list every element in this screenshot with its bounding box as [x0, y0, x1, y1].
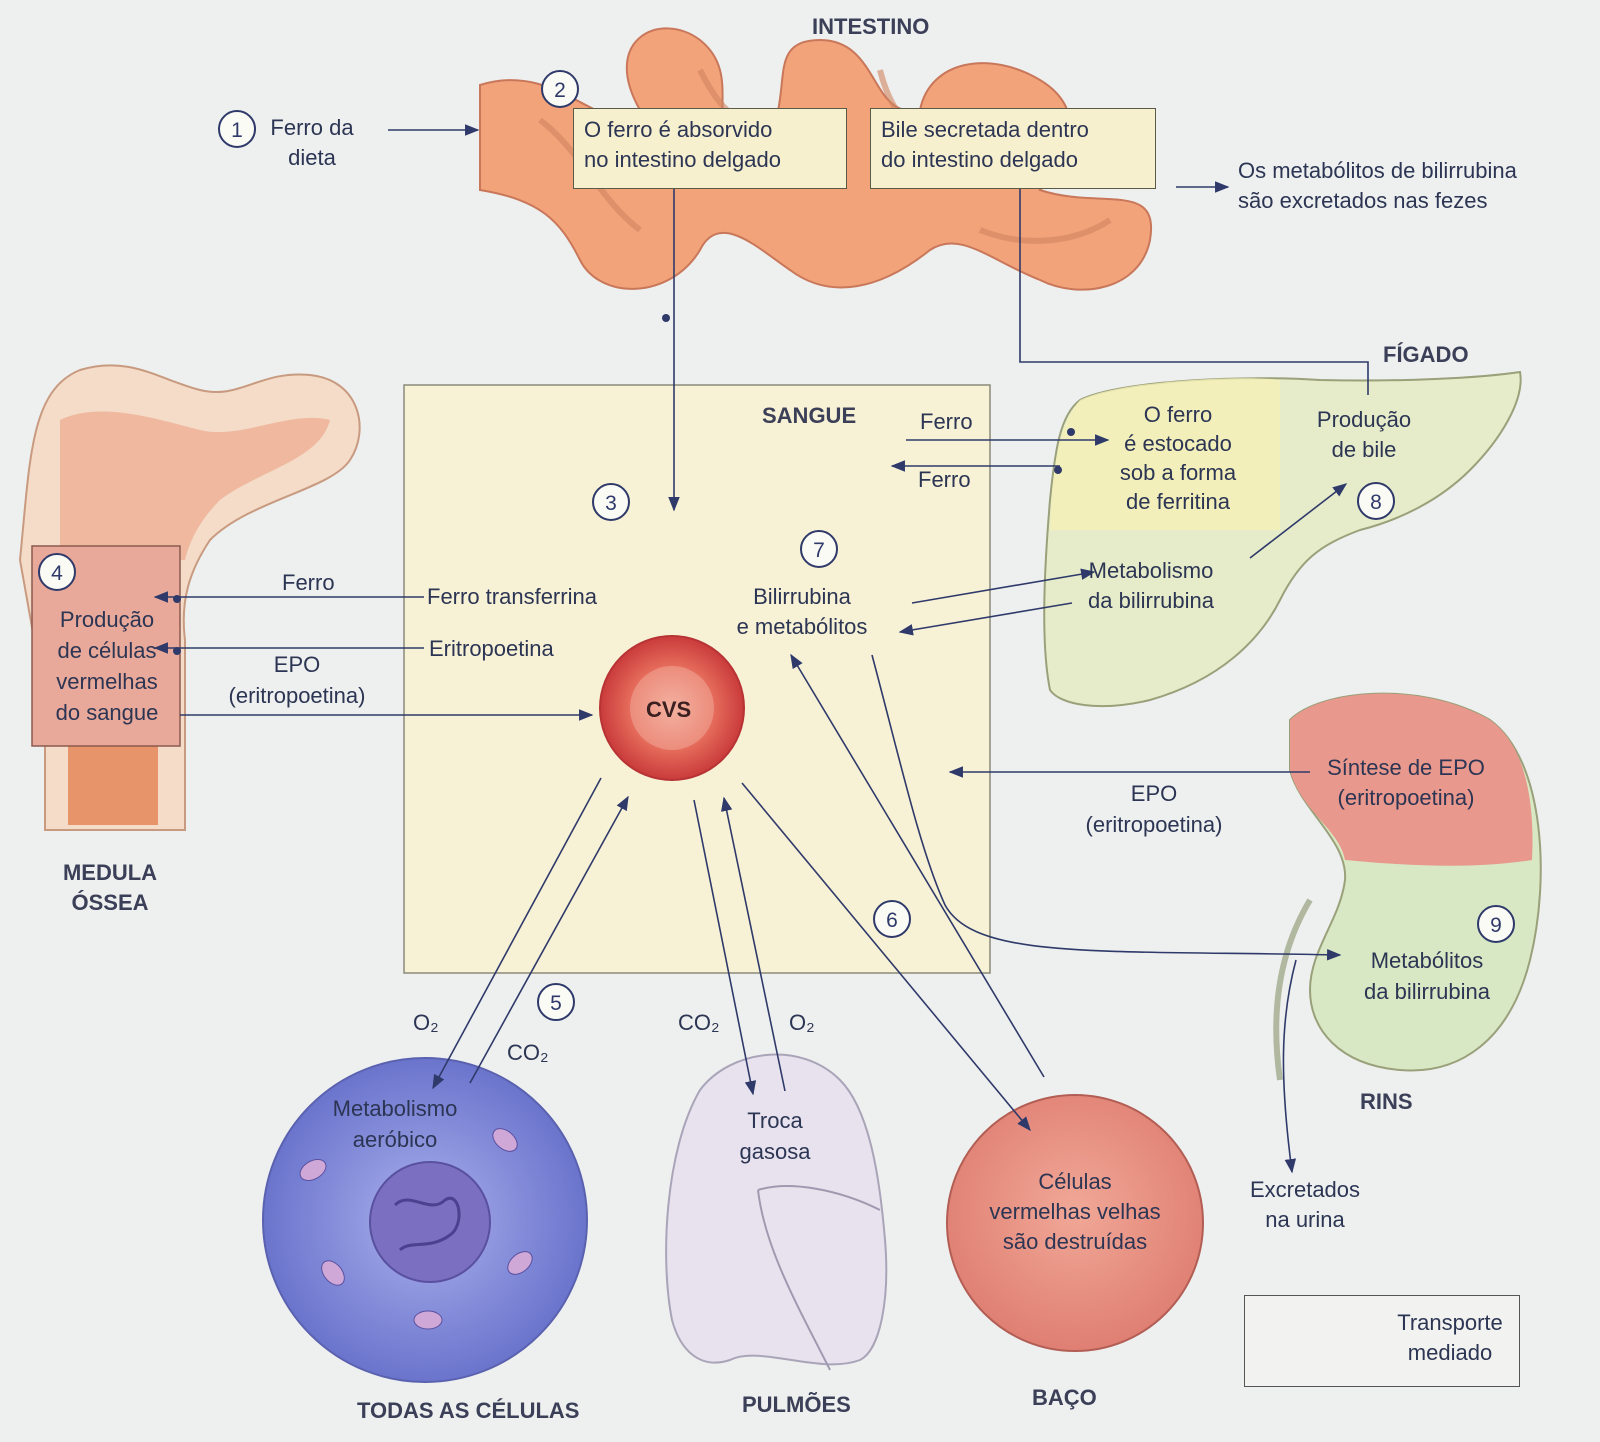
co2-to-lungs-label: CO₂ — [678, 1010, 720, 1035]
ferritin-line2: é estocado — [1124, 431, 1232, 456]
rbc-label: CVS — [646, 697, 692, 722]
lung-illustration — [665, 1053, 888, 1371]
bile-production-line2: de bile — [1331, 437, 1397, 462]
bilirubin-line2: e metabólitos — [736, 614, 868, 639]
legend: Transporte mediado — [1244, 1295, 1520, 1387]
aerobic-line2: aeróbico — [352, 1127, 438, 1152]
iron-absorbed-line1: O ferro é absorvido — [584, 117, 773, 142]
kidney-epo-line1: EPO — [1130, 781, 1178, 806]
renal-bilirubin-label: Metabólitos da bilirrubina — [1342, 945, 1512, 1007]
iron-absorbed-box: O ferro é absorvido no intestino delgado — [573, 108, 847, 189]
cell-illustration — [262, 1057, 588, 1383]
legend-label-line2: mediado — [1407, 1340, 1493, 1365]
iron-from-liver-label: Ferro — [918, 467, 971, 492]
epo-synthesis-label: Síntese de EPO (eritropoetina) — [1316, 753, 1496, 813]
step-8-marker: 8 — [1357, 482, 1395, 520]
marrow-epo-line2: (eritropoetina) — [228, 683, 366, 708]
gas-line2: gasosa — [739, 1139, 811, 1164]
bilirubin-metabolism-line1: Metabolismo — [1088, 558, 1214, 583]
blood-title: SANGUE — [762, 403, 857, 428]
erythropoietin-label: Eritropoetina — [429, 636, 554, 661]
urine-excretion-label: Excretados na urina — [1230, 1175, 1380, 1235]
diet-iron-label: Ferro da dieta — [262, 113, 362, 173]
iron-absorbed-line2: no intestino delgado — [584, 147, 781, 172]
bilirubin-metabolites-label: Bilirrubina e metabólitos — [712, 582, 892, 642]
rbc-illustration — [599, 635, 745, 781]
spleen-title: BAÇO — [1032, 1385, 1097, 1410]
ferritin-line1: O ferro — [1143, 402, 1213, 427]
legend-label: Transporte mediado — [1385, 1308, 1515, 1368]
marrow-epo-line1: EPO — [273, 652, 321, 677]
ferritin-line4: de ferritina — [1126, 489, 1230, 514]
bile-production-line1: Produção — [1316, 407, 1412, 432]
kidney-epo-line2: (eritropoetina) — [1085, 812, 1223, 837]
transferrin-label: Ferro transferrina — [427, 584, 597, 609]
rbc-production-line1: Produção — [59, 607, 155, 632]
bone-marrow-title-line1: MEDULA — [62, 860, 158, 885]
old-rbc-line1: Células — [1038, 1169, 1112, 1194]
rbc-production-line3: vermelhas — [56, 669, 158, 694]
kidney-illustration — [1273, 692, 1542, 1081]
bile-secreted-line2: do intestino delgado — [881, 147, 1078, 172]
old-rbc-line2: vermelhas velhas — [989, 1199, 1161, 1224]
ferritin-line3: sob a forma — [1119, 460, 1237, 485]
liver-illustration — [1043, 370, 1522, 708]
co2-from-cells-label: CO₂ — [507, 1040, 549, 1065]
epo-synthesis-line2: (eritropoetina) — [1337, 785, 1475, 810]
step-5-marker: 5 — [537, 983, 575, 1021]
rbc-production-line4: do sangue — [55, 700, 159, 725]
lungs-title: PULMÕES — [742, 1392, 851, 1417]
marrow-iron-label: Ferro — [282, 570, 335, 595]
diet-iron-line1: Ferro da — [270, 115, 354, 140]
step-1-marker: 1 — [218, 110, 256, 148]
spleen-illustration — [946, 1094, 1204, 1352]
step-7-marker: 7 — [800, 530, 838, 568]
epo-synthesis-line1: Síntese de EPO — [1327, 755, 1485, 780]
step-4-marker: 4 — [38, 553, 76, 591]
gas-line1: Troca — [747, 1108, 803, 1133]
old-rbc-destroyed-label: Células vermelhas velhas são destruídas — [960, 1167, 1190, 1257]
urine-line1: Excretados — [1249, 1177, 1361, 1202]
rbc-production-label: Produção de células vermelhas do sangue — [34, 604, 180, 728]
iron-to-liver-label: Ferro — [920, 409, 973, 434]
o2-to-cells-label: O₂ — [413, 1010, 439, 1035]
aerobic-metabolism-label: Metabolismo aeróbico — [315, 1093, 475, 1155]
bile-production-label: Produção de bile — [1294, 405, 1434, 465]
old-rbc-line3: são destruídas — [1002, 1229, 1148, 1254]
step-3-marker: 3 — [592, 483, 630, 521]
step-9-marker: 9 — [1477, 905, 1515, 943]
aerobic-line1: Metabolismo — [332, 1096, 458, 1121]
renal-bilirubin-line1: Metabólitos — [1370, 948, 1484, 973]
o2-from-lungs-label: O₂ — [789, 1010, 815, 1035]
bilirubin-metabolism-label: Metabolismo da bilirrubina — [1066, 556, 1236, 616]
rbc-production-line2: de células — [57, 638, 157, 663]
gas-exchange-label: Troca gasosa — [715, 1105, 835, 1167]
bone-marrow-title-line2: ÓSSEA — [71, 890, 149, 915]
kidney-epo-label: EPO (eritropoetina) — [1064, 778, 1244, 840]
bile-secreted-line1: Bile secretada dentro — [881, 117, 1089, 142]
kidneys-title: RINS — [1360, 1089, 1413, 1114]
ferritin-storage-label: O ferro é estocado sob a forma de ferrit… — [1098, 400, 1258, 516]
step-2-marker: 2 — [541, 70, 579, 108]
liver-title: FÍGADO — [1383, 342, 1469, 367]
bilirubin-metabolism-line2: da bilirrubina — [1088, 588, 1214, 613]
bile-secreted-box: Bile secretada dentro do intestino delga… — [870, 108, 1156, 189]
feces-excretion-label: Os metabólitos de bilirrubina são excret… — [1238, 156, 1517, 216]
bilirubin-line1: Bilirrubina — [753, 584, 851, 609]
bone-marrow-title: MEDULA ÓSSEA — [50, 858, 170, 918]
feces-line1: Os metabólitos de bilirrubina — [1238, 158, 1517, 183]
intestine-title: INTESTINO — [812, 14, 930, 39]
feces-line2: são excretados nas fezes — [1238, 188, 1488, 213]
all-cells-title: TODAS AS CÉLULAS — [357, 1398, 580, 1423]
renal-bilirubin-line2: da bilirrubina — [1364, 979, 1490, 1004]
urine-line2: na urina — [1265, 1207, 1345, 1232]
legend-label-line1: Transporte — [1397, 1310, 1503, 1335]
marrow-epo-label: EPO (eritropoetina) — [208, 649, 386, 711]
step-6-marker: 6 — [873, 900, 911, 938]
diet-iron-line2: dieta — [288, 145, 336, 170]
